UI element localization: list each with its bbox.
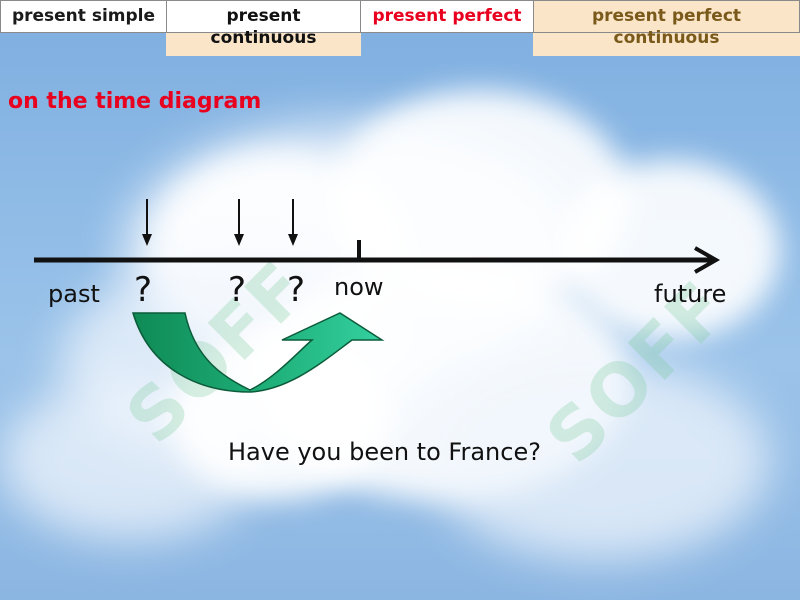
tab-label-line1: present perfect — [591, 6, 742, 26]
tab-label: present perfect — [372, 6, 522, 26]
question-mark: ? — [287, 270, 306, 310]
event-arrow-3 — [288, 199, 298, 246]
now-label: now — [334, 273, 384, 301]
tab-label-line2: continuous — [613, 28, 720, 48]
experience-arrow — [131, 312, 385, 393]
example-sentence: Have you been to France? — [228, 438, 541, 466]
question-mark: ? — [134, 270, 153, 310]
future-label: future — [654, 280, 727, 308]
timeline-arrowhead — [694, 246, 721, 274]
event-arrow-2 — [234, 199, 244, 246]
event-arrow-1 — [142, 199, 152, 246]
tense-tab-bar: present simple present continuous presen… — [0, 0, 800, 56]
tab-present-continuous[interactable]: present continuous — [166, 0, 361, 56]
past-label: past — [48, 280, 100, 308]
tab-label: present simple — [11, 6, 156, 26]
tab-present-simple[interactable]: present simple — [0, 0, 167, 33]
tab-label-line2: continuous — [210, 28, 317, 48]
tab-label-line1: present — [226, 6, 301, 26]
tab-present-perfect[interactable]: present perfect — [360, 0, 534, 33]
question-mark: ? — [228, 270, 247, 310]
slide-heading: on the time diagram — [8, 89, 262, 114]
tab-present-perfect-continuous[interactable]: present perfect continuous — [533, 0, 800, 56]
